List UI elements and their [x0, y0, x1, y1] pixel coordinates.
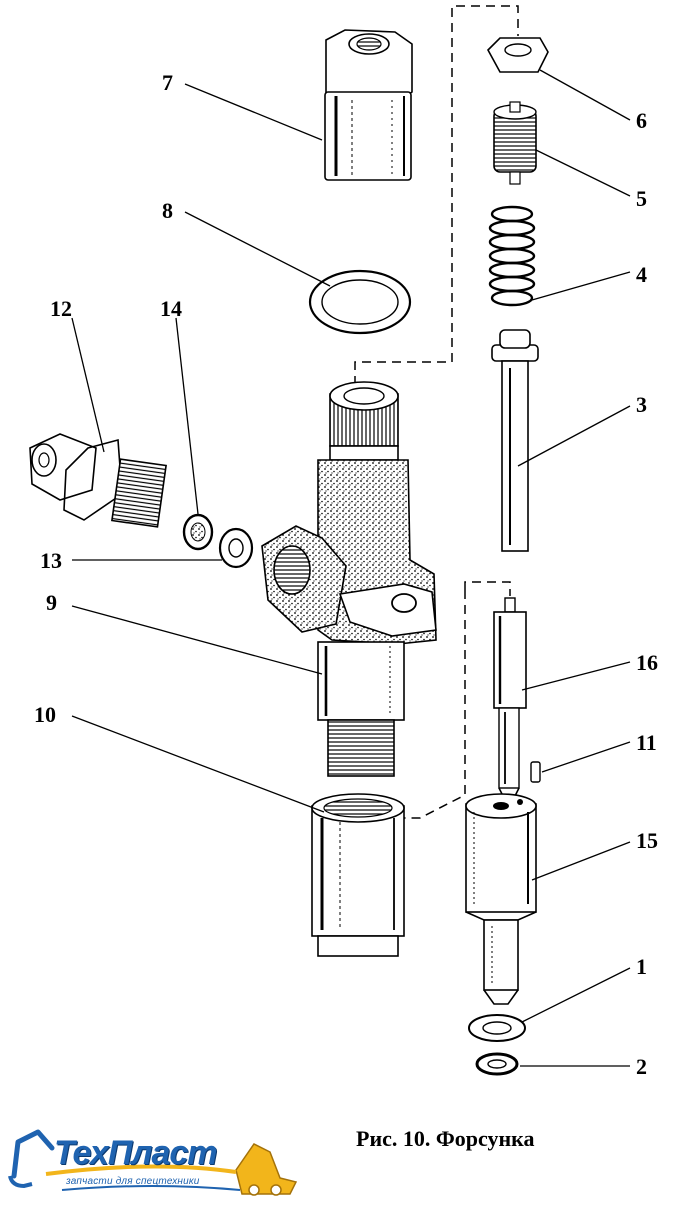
leader-14 — [175, 317, 199, 515]
part-12-inlet-fitting — [29, 433, 167, 528]
part-6-nut — [487, 37, 549, 73]
leader-1 — [521, 967, 631, 1023]
assembly-guide-lower — [398, 581, 511, 819]
part-3-push-rod — [491, 329, 539, 552]
brand-logo: ТехПласт запчасти для спецтехники — [4, 1124, 304, 1200]
leader-4 — [531, 271, 631, 301]
leader-6 — [539, 69, 631, 121]
part-10-nozzle-nut — [311, 793, 405, 957]
leader-10 — [71, 715, 325, 813]
callout-10: 10 — [34, 702, 56, 727]
callout-5: 5 — [636, 186, 647, 211]
leader-9 — [71, 605, 323, 675]
callout-4: 4 — [636, 262, 647, 287]
part-8-washer — [308, 269, 412, 335]
excavator-icon — [8, 1129, 298, 1196]
part-5-adjusting-screw — [493, 101, 537, 185]
assembly-guide-upper — [354, 5, 519, 385]
logo-tagline: запчасти для спецтехники — [66, 1176, 200, 1187]
callout-16: 16 — [636, 650, 658, 675]
part-9-injector-body — [261, 381, 437, 777]
leader-lines — [71, 69, 631, 1067]
leader-8 — [184, 211, 331, 287]
logo-name: ТехПласт — [54, 1134, 217, 1172]
part-1-washer — [468, 1014, 526, 1042]
callout-3: 3 — [636, 392, 647, 417]
leader-16 — [521, 661, 631, 691]
callout-labels: 7 8 6 5 4 3 12 14 13 9 10 16 11 15 1 2 — [34, 70, 658, 1079]
leader-11 — [541, 741, 631, 773]
callout-12: 12 — [50, 296, 72, 321]
leader-12 — [71, 317, 105, 453]
part-7-cap-nut — [324, 29, 413, 181]
callout-9: 9 — [46, 590, 57, 615]
leader-15 — [531, 841, 631, 881]
callout-8: 8 — [162, 198, 173, 223]
part-14-filter — [182, 513, 214, 551]
leader-7 — [184, 83, 323, 141]
part-11-pin — [530, 761, 541, 783]
callout-15: 15 — [636, 828, 658, 853]
callout-1: 1 — [636, 954, 647, 979]
leader-5 — [535, 149, 631, 197]
part-4-spring — [488, 205, 536, 307]
part-16-needle — [493, 597, 527, 810]
callout-7: 7 — [162, 70, 173, 95]
leader-3 — [517, 405, 631, 467]
callout-11: 11 — [636, 730, 657, 755]
callout-2: 2 — [636, 1054, 647, 1079]
part-15-nozzle-body — [465, 793, 537, 1005]
part-2-washer — [475, 1052, 519, 1076]
part-13-washer — [218, 527, 254, 569]
figure-caption: Рис. 10. Форсунка — [356, 1126, 535, 1151]
callout-13: 13 — [40, 548, 62, 573]
callout-6: 6 — [636, 108, 647, 133]
callout-14: 14 — [160, 296, 182, 321]
